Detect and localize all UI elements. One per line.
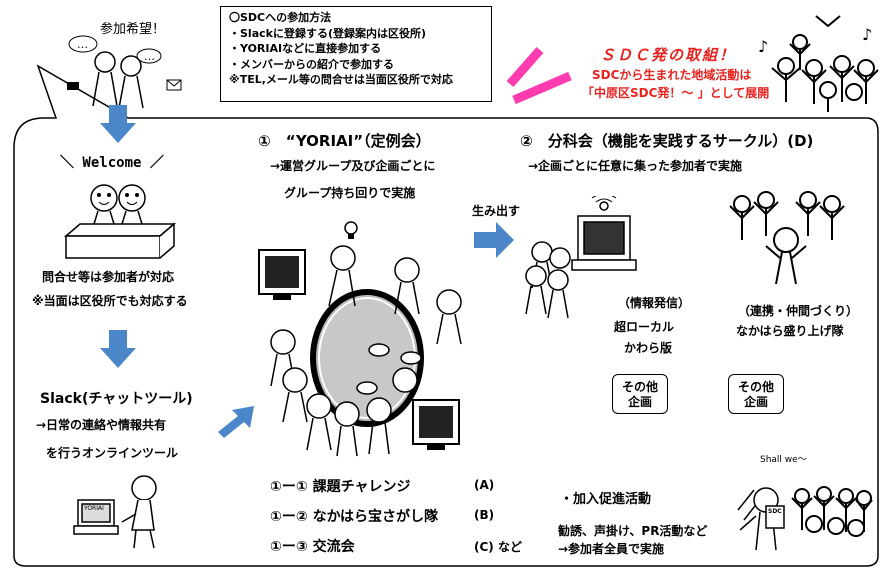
info-title: 〇SDCへの参加方法 — [229, 11, 332, 24]
svg-text:♪: ♪ — [862, 25, 872, 44]
cheering-group-icon — [729, 191, 845, 285]
info-hasshin-line-3: かわら版 — [624, 341, 673, 355]
bubble-dots: … — [144, 50, 155, 63]
sdc-title: ＳＤＣ発の取組！ — [600, 46, 737, 64]
other-box-line: 企画 — [743, 395, 768, 409]
celebrating-crowd-icon: ♪ ♪ — [758, 15, 879, 112]
other-box-line: その他 — [621, 380, 658, 394]
diagonal-arrow — [218, 406, 254, 438]
renkei-line-1: （連携・仲間づくり） — [738, 304, 859, 318]
participation-info-box: 〇SDCへの参加方法 ・Slackに登録する(登録案内は区役所) ・YORIAI… — [220, 6, 492, 102]
inquiry-line-1: 問合せ等は参加者が対応 — [42, 270, 175, 284]
slack-line-2: を行うオンラインツール — [46, 446, 179, 460]
kanyu-line-2: →参加者全員で実施 — [558, 542, 665, 556]
other-project-box: その他 企画 — [728, 374, 784, 414]
slack-line-1: →日常の連絡や情報共有 — [36, 418, 167, 432]
info-line: ・YORIAIなどに直接参加する — [229, 42, 382, 55]
accent-marks — [506, 47, 572, 105]
other-box-line: その他 — [737, 380, 774, 394]
item-2-label: ①ー② なかはら宝さがし隊 — [270, 509, 439, 525]
inquiry-line-2: ※当面は区役所でも対応する — [32, 294, 188, 308]
person-at-computer-icon — [73, 475, 157, 549]
info-broadcast-group-icon — [525, 196, 637, 319]
item-2-tag: (B) — [474, 508, 495, 522]
slack-title: Slack(チャットツール) — [40, 391, 193, 407]
welcome-label: ＼ Welcome ／ — [60, 155, 164, 171]
sdc-flyer-tag: SDC — [768, 508, 782, 515]
yoriai-title: ① “YORIAI”（定例会） — [258, 132, 431, 150]
bubble-dots: … — [77, 38, 88, 51]
other-project-box: その他 企画 — [612, 374, 668, 414]
down-arrow — [100, 105, 136, 143]
yoriai-line-1: →運営グループ及び企画ごとに — [270, 159, 436, 173]
monitor-label: YORIAI — [84, 505, 104, 512]
info-line: ・メンバーからの紹介で参加する — [229, 57, 394, 71]
yoriai-line-2: グループ持ち回りで実施 — [284, 186, 416, 200]
kanyu-title: ・加入促進活動 — [560, 492, 652, 507]
item-1-tag: (A) — [474, 478, 495, 492]
item-3-tag: (C) など — [474, 540, 522, 554]
svg-text:♪: ♪ — [758, 37, 768, 56]
people-join-group — [67, 35, 182, 109]
info-hasshin-line-2: 超ローカル — [614, 320, 675, 334]
other-box-line: 企画 — [627, 395, 652, 409]
renkei-line-2: なかはら盛り上げ隊 — [736, 324, 844, 338]
right-arrow — [474, 222, 514, 258]
info-hasshin-line-1: （情報発信） — [618, 296, 691, 310]
sdc-line-2: 「中原区SDC発！～ 」として展開 — [582, 86, 770, 100]
umidasu-label: 生み出す — [472, 204, 521, 218]
reception-desk-icon — [63, 184, 177, 259]
down-arrow — [100, 330, 136, 368]
join-wish-label: 参加希望！ — [100, 22, 166, 37]
bunka-title: ② 分科会（機能を実践するサークル）(D) — [520, 132, 814, 150]
item-3-label: ①ー③ 交流会 — [270, 539, 355, 555]
kanyu-line-1: 勧誘、声掛け、PR活動など — [558, 524, 708, 538]
item-1-label: ①ー① 課題チャレンジ — [270, 479, 411, 495]
shall-we-text: Shall we～ — [760, 455, 807, 465]
info-line: ※TEL,メール等の問合せは当面区役所で対応 — [229, 73, 453, 86]
info-line: ・Slackに登録する(登録案内は区役所) — [229, 26, 427, 40]
sdc-line-1: SDCから生まれた地域活動は — [592, 68, 752, 82]
bunka-line-1: →企画ごとに任意に集った参加者で実施 — [528, 159, 743, 173]
recruiting-illustration — [737, 486, 873, 551]
meeting-circle-illustration — [258, 221, 462, 457]
